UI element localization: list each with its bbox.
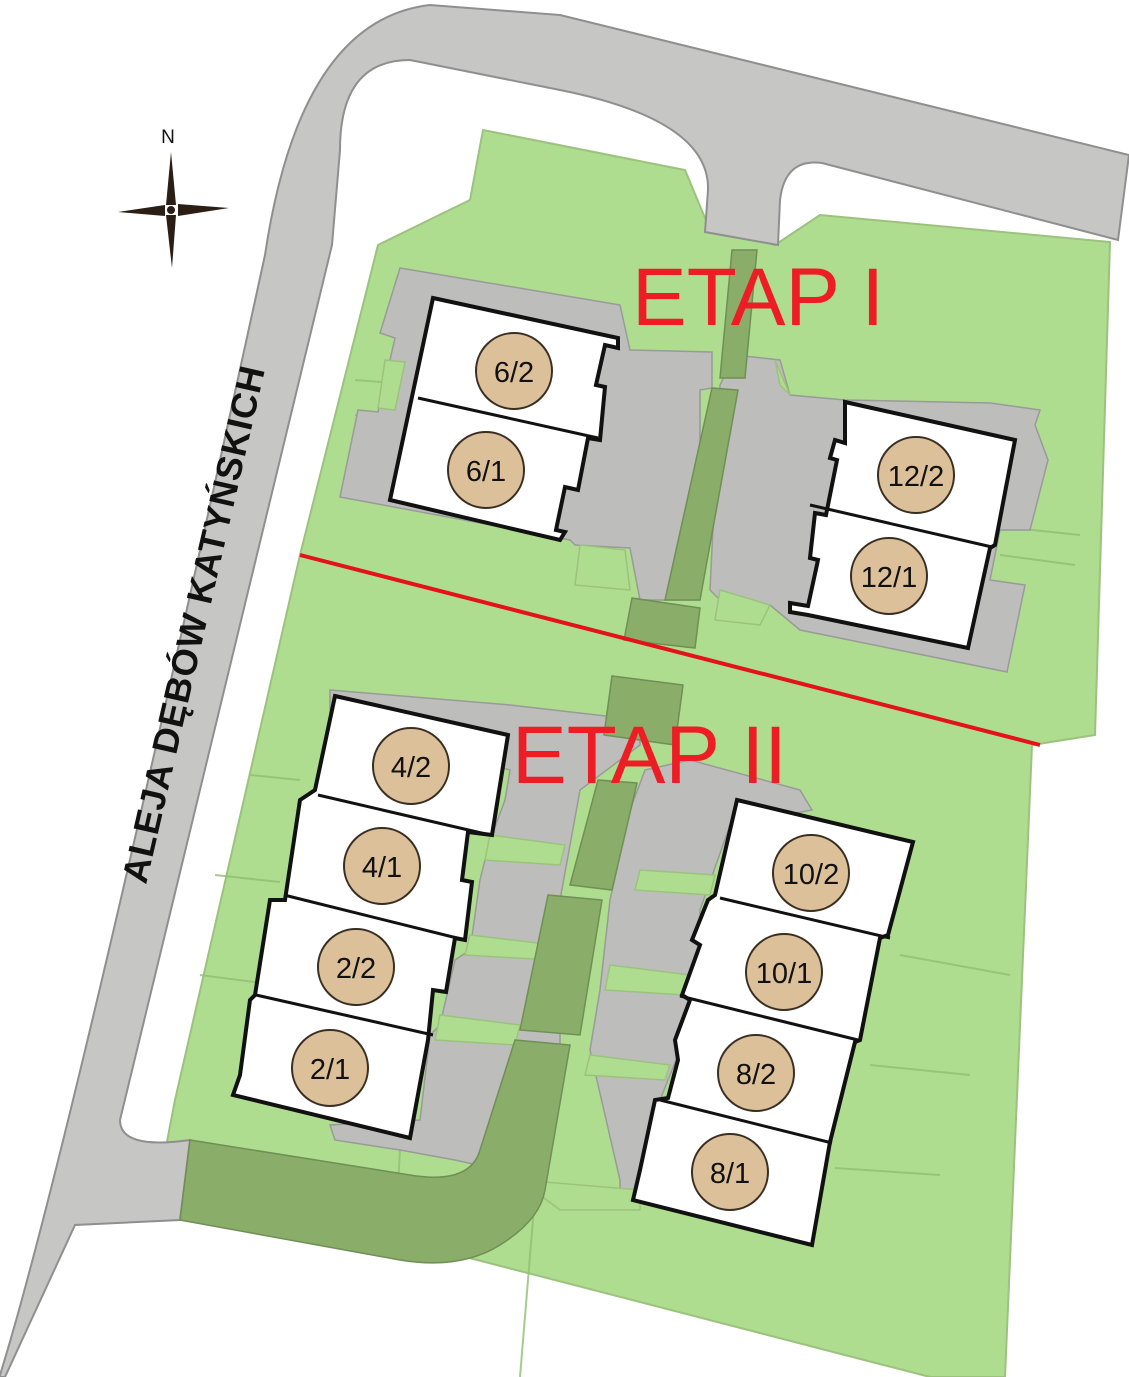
compass-rose-icon: N	[118, 127, 229, 268]
unit-label: 2/2	[336, 953, 376, 985]
unit-label: 4/2	[391, 752, 431, 784]
stage-label-etap-1: ETAP I	[632, 252, 884, 343]
green-walkway	[179, 249, 758, 1264]
lawn-patches	[377, 359, 791, 1211]
compass-north-label: N	[161, 127, 175, 148]
unit-badge[interactable]: 8/1	[691, 1133, 769, 1211]
buildings	[230, 295, 1018, 1248]
unit-label: 10/1	[756, 958, 812, 990]
unit-label: 12/1	[861, 562, 917, 594]
unit-badge[interactable]: 4/1	[343, 827, 421, 905]
building-6	[387, 295, 620, 543]
unit-label: 6/1	[466, 456, 506, 488]
unit-label: 2/1	[310, 1054, 350, 1086]
unit-label: 6/2	[494, 357, 534, 389]
building-10-8	[630, 797, 916, 1248]
unit-badges: 6/2 6/1 12/2 12/1 4/2 4/1 2/2 2/1	[291, 332, 955, 1211]
unit-label: 10/2	[783, 859, 839, 891]
unit-badge[interactable]: 10/2	[772, 834, 850, 912]
unit-label: 8/1	[710, 1158, 750, 1190]
unit-label: 12/2	[888, 461, 944, 493]
unit-badge[interactable]: 6/1	[447, 431, 525, 509]
unit-badge[interactable]: 4/2	[372, 727, 450, 805]
unit-badge[interactable]: 12/2	[877, 436, 955, 514]
unit-badge[interactable]: 10/1	[745, 933, 823, 1011]
stage-label-etap-2: ETAP II	[512, 710, 787, 801]
unit-label: 8/2	[736, 1059, 776, 1091]
unit-label: 4/1	[362, 852, 402, 884]
unit-badge[interactable]: 6/2	[475, 332, 553, 410]
unit-badge[interactable]: 2/2	[317, 928, 395, 1006]
unit-badge[interactable]: 2/1	[291, 1029, 369, 1107]
lot-lines	[199, 379, 1081, 1377]
unit-badge[interactable]: 12/1	[850, 537, 928, 615]
unit-badge[interactable]: 8/2	[717, 1034, 795, 1112]
stage-boundary-line	[299, 553, 1041, 747]
